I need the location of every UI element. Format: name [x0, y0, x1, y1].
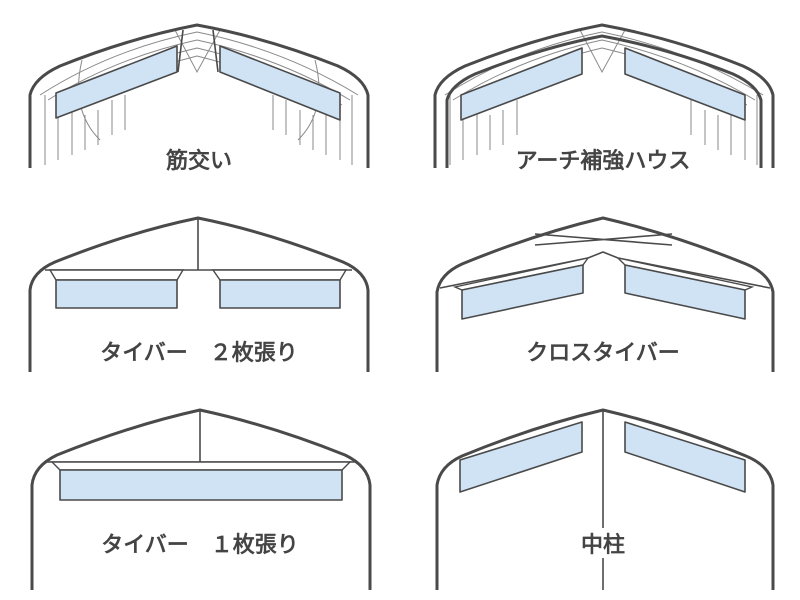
panel-left: [459, 421, 583, 493]
diagram-label: 中柱: [581, 533, 625, 558]
diagram-arch-reinforced: アーチ補強ハウス: [433, 23, 775, 174]
arch-frame: [433, 23, 775, 168]
tie-bar: [47, 410, 355, 463]
label-backdrop: [585, 528, 621, 558]
brace-panel-right: [219, 45, 341, 121]
diagram-label: タイバー ２枚張り: [100, 340, 298, 366]
tie-bar: [45, 218, 352, 271]
panel: [59, 469, 343, 501]
diagram-tiebar-one-panel: タイバー １枚張り: [30, 408, 372, 590]
panel-right: [624, 421, 746, 493]
diagram-center-post: 中柱: [435, 408, 775, 590]
panel-right: [624, 264, 746, 320]
panel-right: [624, 47, 746, 121]
panel-right: [219, 279, 341, 309]
arch-frame: [435, 408, 775, 590]
panel-left: [461, 264, 584, 320]
diagram-label: 筋交い: [165, 148, 232, 174]
bar-left: [48, 269, 185, 281]
arch-frame: [435, 216, 775, 372]
brace-lines: [177, 29, 219, 73]
diagram-bracing: 筋交い: [28, 23, 370, 174]
diagram-cross-tiebar: クロスタイバー: [435, 216, 775, 372]
arch-frame: [28, 23, 370, 168]
bar-right: [211, 269, 348, 281]
diagram-label: タイバー １枚張り: [101, 532, 299, 558]
inner-arch: [445, 34, 763, 168]
panel-left: [460, 47, 583, 121]
panel-left: [55, 279, 178, 309]
diagram-label: アーチ補強ハウス: [516, 148, 691, 174]
bar: [50, 461, 352, 471]
diagram-label: クロスタイバー: [526, 341, 680, 366]
diagram-tiebar-two-panel: タイバー ２枚張り: [28, 216, 370, 372]
cross-tie-lines: [439, 233, 771, 289]
brace-panel-left: [55, 45, 178, 119]
